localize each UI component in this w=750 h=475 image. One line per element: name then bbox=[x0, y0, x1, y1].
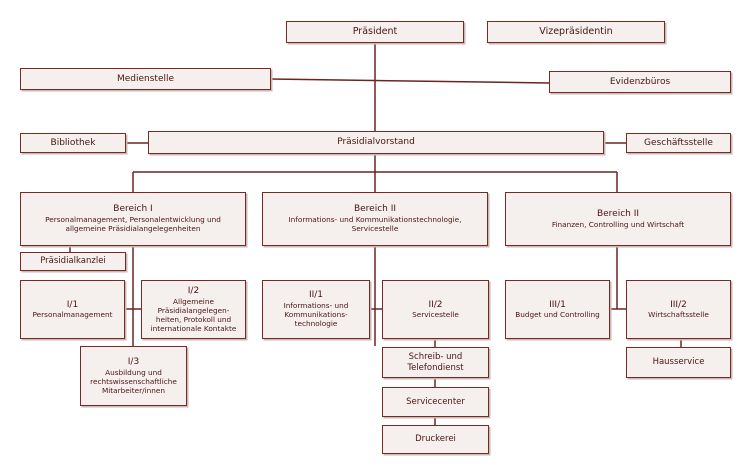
box-bibliothek: Bibliothek bbox=[20, 133, 126, 153]
title-unit-iii-1: III/1 bbox=[549, 299, 566, 310]
box-praesidialkanzlei: Präsidialkanzlei bbox=[20, 252, 126, 271]
title-bereich-3: Bereich II bbox=[596, 209, 640, 220]
box-vice-president: Vizepräsidentin bbox=[487, 21, 665, 43]
subtitle-unit-iii-2: Wirtschaftsstelle bbox=[648, 310, 709, 320]
label-bibliothek: Bibliothek bbox=[50, 137, 96, 148]
box-bereich-1: Bereich I Personalmanagement, Personalen… bbox=[20, 192, 246, 246]
box-president: Präsident bbox=[286, 21, 464, 43]
box-unit-ii-1: II/1 Informations- und Kommunikations- t… bbox=[262, 280, 370, 339]
title-unit-i-1: I/1 bbox=[66, 299, 79, 310]
subtitle-unit-iii-1: Budget und Controlling bbox=[515, 310, 600, 320]
title-bereich-1: Bereich I bbox=[113, 204, 153, 215]
title-unit-ii-2: II/2 bbox=[428, 299, 443, 310]
title-unit-i-2: I/2 bbox=[187, 285, 200, 296]
title-unit-ii-1: II/1 bbox=[308, 290, 324, 301]
box-hausservice: Hausservice bbox=[626, 347, 731, 378]
box-unit-i-3: I/3 Ausbildung und rechtswissenschaftlic… bbox=[80, 346, 187, 406]
box-unit-iii-1: III/1 Budget und Controlling bbox=[505, 280, 610, 339]
label-schreibdienst: Schreib- und Telefondienst bbox=[407, 351, 464, 373]
subtitle-unit-ii-2: Servicestelle bbox=[412, 310, 459, 320]
label-praesidialvorstand: Präsidialvorstand bbox=[337, 137, 415, 148]
subtitle-bereich-1: Personalmanagement, Personalentwicklung … bbox=[45, 215, 221, 234]
box-geschaeftsstelle: Geschäftsstelle bbox=[626, 133, 731, 153]
label-geschaeftsstelle: Geschäftsstelle bbox=[644, 137, 713, 148]
title-unit-i-3: I/3 bbox=[127, 356, 140, 367]
label-hausservice: Hausservice bbox=[652, 357, 705, 368]
subtitle-unit-i-1: Personalmanagement bbox=[32, 310, 113, 320]
box-unit-i-1: I/1 Personalmanagement bbox=[20, 280, 125, 339]
box-bereich-2: Bereich II Informations- und Kommunikati… bbox=[262, 192, 488, 246]
subtitle-unit-i-3: Ausbildung und rechtswissenschaftliche M… bbox=[90, 367, 177, 395]
box-druckerei: Druckerei bbox=[382, 425, 489, 454]
label-evidenzbueros: Evidenzbüros bbox=[609, 76, 671, 87]
label-praesidialkanzlei: Präsidialkanzlei bbox=[40, 256, 106, 267]
subtitle-bereich-3: Finanzen, Controlling und Wirtschaft bbox=[551, 219, 685, 229]
box-praesidialvorstand: Präsidialvorstand bbox=[148, 131, 604, 154]
box-unit-ii-2: II/2 Servicestelle bbox=[382, 280, 489, 339]
box-evidenzbueros: Evidenzbüros bbox=[549, 71, 731, 93]
label-vice-president: Vizepräsidentin bbox=[539, 26, 613, 38]
label-servicecenter: Servicecenter bbox=[406, 396, 465, 407]
box-servicecenter: Servicecenter bbox=[382, 387, 489, 417]
box-schreibdienst: Schreib- und Telefondienst bbox=[382, 347, 489, 378]
subtitle-unit-ii-1: Informations- und Kommunikations- techno… bbox=[283, 301, 349, 329]
label-medienstelle: Medienstelle bbox=[116, 73, 175, 84]
box-medienstelle: Medienstelle bbox=[20, 68, 271, 90]
connector-medien-evidenz bbox=[270, 78, 550, 84]
box-unit-iii-2: III/2 Wirtschaftsstelle bbox=[626, 280, 731, 339]
subtitle-unit-i-2: Allgemeine Präsidialangelegen- heiten, P… bbox=[150, 296, 237, 333]
title-unit-iii-2: III/2 bbox=[670, 299, 687, 310]
label-druckerei: Druckerei bbox=[415, 434, 456, 445]
subtitle-bereich-2: Informations- und Kommunikationstechnolo… bbox=[288, 215, 462, 234]
title-bereich-2: Bereich II bbox=[353, 204, 397, 215]
box-bereich-3: Bereich II Finanzen, Controlling und Wir… bbox=[505, 192, 731, 246]
label-president: Präsident bbox=[352, 26, 398, 38]
box-unit-i-2: I/2 Allgemeine Präsidialangelegen- heite… bbox=[141, 280, 246, 339]
